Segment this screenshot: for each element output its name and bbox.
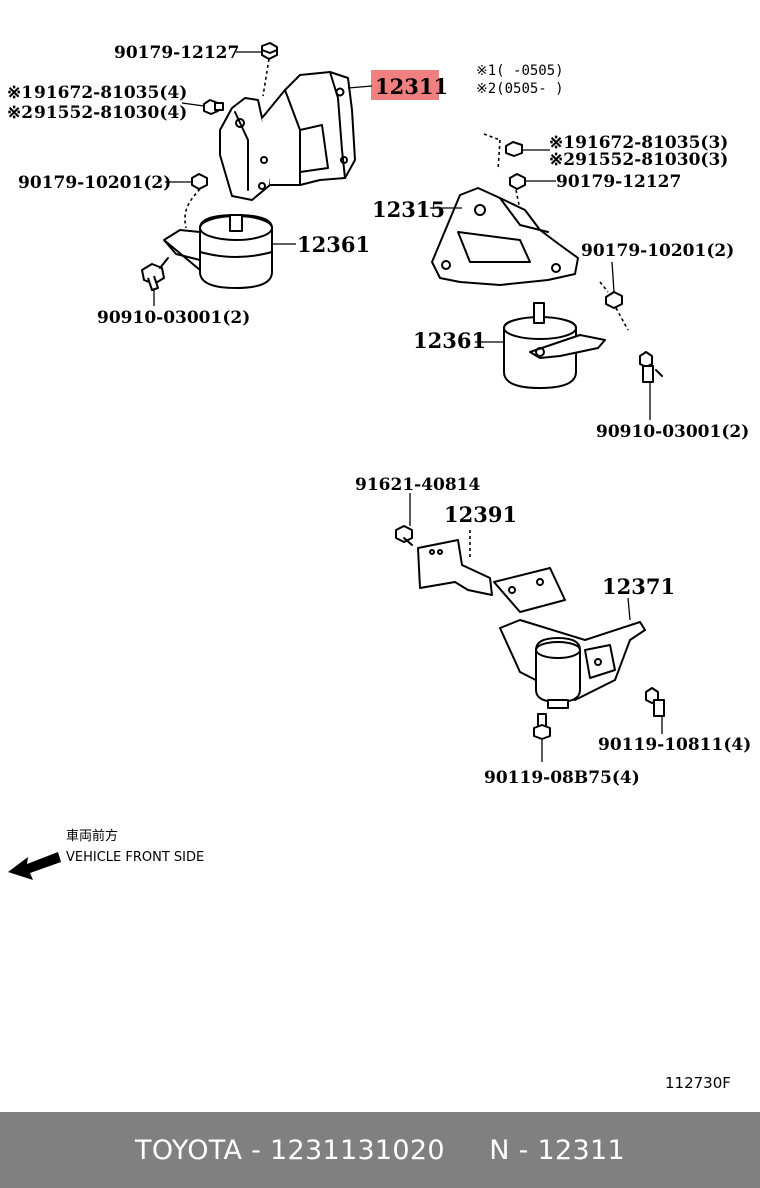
label-front-jp: 車両前方 (66, 828, 118, 844)
bracket-12391 (417, 539, 493, 596)
rear-mount-assembly: 91621-40814 12391 12371 901 (355, 475, 751, 788)
label-12311: 12311 (375, 74, 448, 99)
label-90179-12127-right: 90179-12127 (556, 172, 681, 192)
bracket-12311 (219, 71, 356, 201)
label-91672-81035-4: 91672-81035(4) (34, 83, 187, 103)
label-90179-10201-left: 90179-10201(2) (18, 173, 171, 193)
label-12371: 12371 (602, 574, 675, 599)
label-12361-right: 12361 (413, 328, 486, 353)
mount-12371 (493, 567, 646, 709)
nut-90179-12127-top (261, 42, 278, 97)
bolt-91621-40814 (395, 525, 413, 546)
note-2: ※2(0505- ) (476, 81, 564, 97)
bolt-91672-right (483, 133, 523, 171)
footer-text: TOYOTA - 1231131020 N - 12311 (135, 1134, 625, 1166)
label-12315: 12315 (372, 197, 445, 222)
bracket-12315 (431, 187, 579, 286)
highlight-box-12311 (371, 70, 439, 100)
label-front-en: VEHICLE FRONT SIDE (66, 850, 204, 865)
bolt-91672-left (203, 99, 224, 115)
insulator-12361-right (503, 302, 606, 389)
label-91672-81035-4-prefix: ※1 (7, 83, 33, 103)
label-90910-03001-right: 90910-03001(2) (596, 422, 749, 442)
label-91552-81030-4-prefix: ※2 (7, 103, 33, 123)
bolt-90910-left (141, 257, 169, 291)
footer-bar: TOYOTA - 1231131020 N - 12311 (0, 1112, 760, 1188)
label-91552-81030-3: ※291552-81030(3) (549, 150, 728, 170)
nut-90179-12127-right (509, 173, 526, 211)
label-90910-03001-left: 90910-03001(2) (97, 308, 250, 328)
nut-90179-10201-right (599, 281, 629, 331)
bolt-90119-10811 (645, 687, 665, 717)
label-91621-40814: 91621-40814 (355, 475, 481, 495)
note-1: ※1( -0505) (476, 63, 564, 79)
label-12391: 12391 (444, 502, 517, 527)
label-90119-08B75: 90119-08B75(4) (484, 768, 640, 788)
left-mount-assembly: 90179-12127 12311 ※1 91672-81035(4) ※2 9… (7, 42, 448, 328)
label-91552-81030-4: 91552-81030(4) (34, 103, 187, 123)
bolt-90119-08B75 (533, 713, 551, 740)
front-arrow-icon (8, 852, 61, 880)
figure-code: 112730F (665, 1074, 731, 1092)
label-90179-10201-right: 90179-10201(2) (581, 241, 734, 261)
label-12361-left: 12361 (297, 232, 370, 257)
label-90179-12127-top: 90179-12127 (114, 43, 239, 63)
label-90119-10811: 90119-10811(4) (598, 735, 751, 755)
label-91672-81035-3: ※191672-81035(3) (549, 133, 728, 153)
insulator-12361-left (163, 214, 273, 289)
bolt-90910-right (639, 351, 663, 383)
vehicle-front-indicator: 車両前方 VEHICLE FRONT SIDE (8, 828, 204, 880)
right-mount-assembly: ※1( -0505) ※2(0505- ) ※191672-81035(3) ※… (372, 63, 749, 442)
nut-90179-10201-left (184, 173, 208, 229)
